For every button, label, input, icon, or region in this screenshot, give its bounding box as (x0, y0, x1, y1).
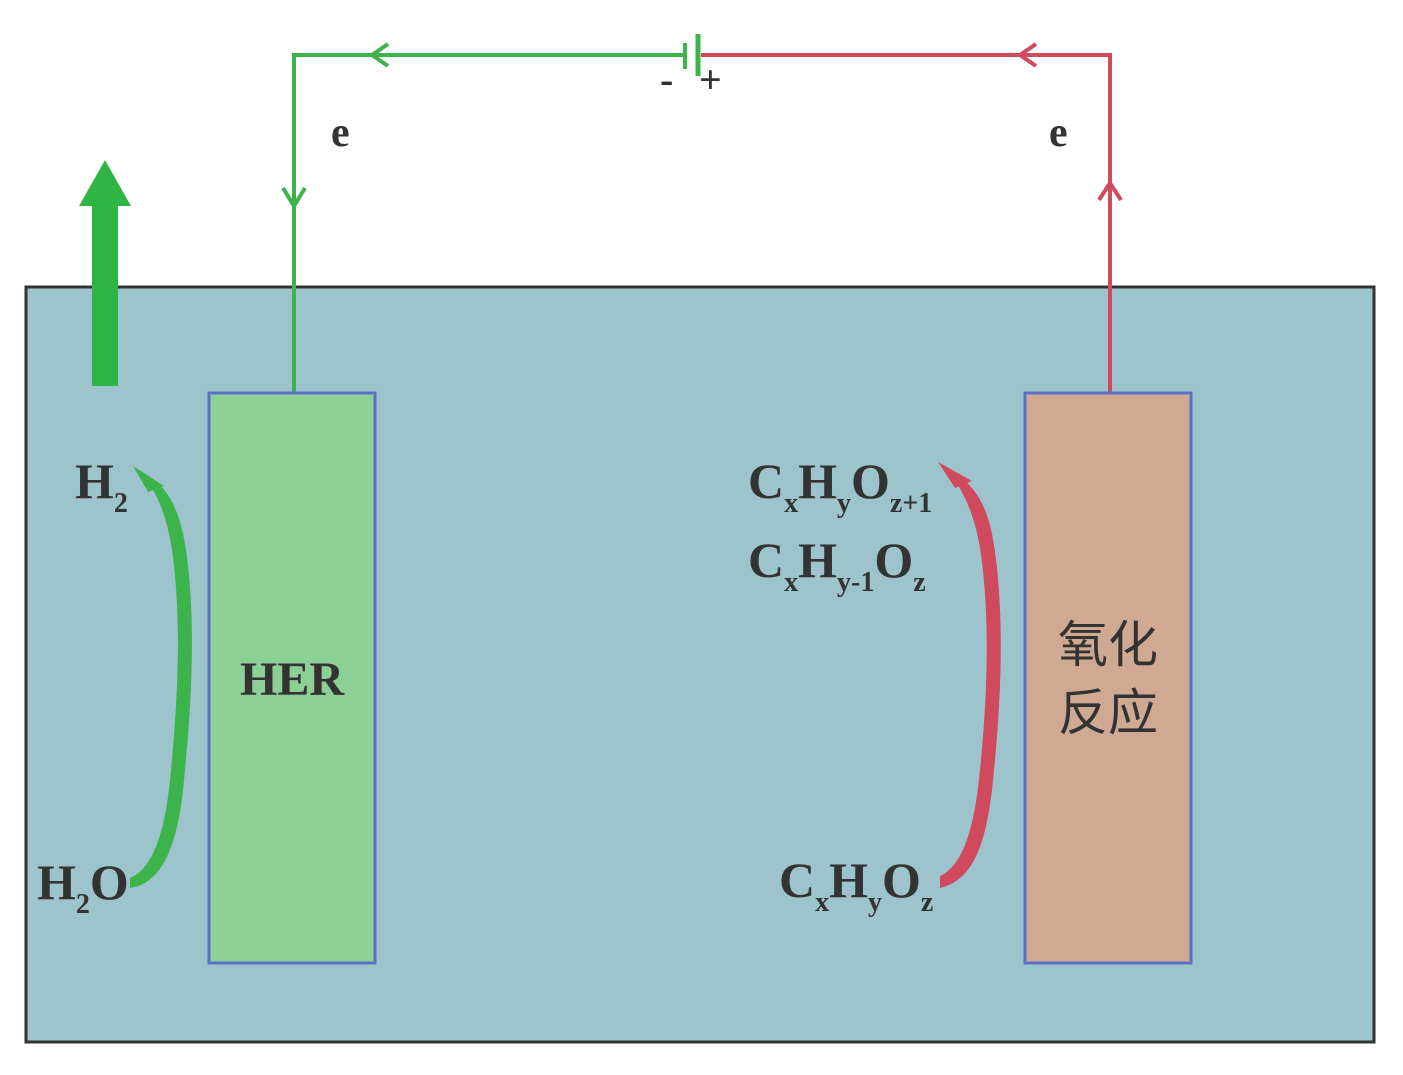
r-o: O (882, 852, 921, 908)
h2-symbol: H (75, 453, 114, 509)
water-h-symbol: H (37, 854, 76, 910)
gas-release-arrow (79, 160, 131, 386)
anode-wire-arrow-up (1097, 179, 1123, 202)
p2-cx: x (784, 567, 799, 598)
water-o-symbol: O (89, 854, 129, 910)
cathode-reaction-arrow (130, 472, 192, 888)
battery-negative-label: - (660, 57, 674, 102)
p1-oz: z+1 (889, 488, 933, 519)
anode-electrode (1023, 391, 1193, 965)
electron-label-left: e (331, 110, 350, 156)
cathode-wire-arrow-top (368, 42, 390, 68)
anode-reaction-arrowhead (938, 462, 972, 488)
p2-o: O (874, 532, 914, 588)
cathode-electrode (207, 391, 377, 965)
p1-h: H (798, 453, 838, 509)
anode-wire (701, 53, 1112, 392)
battery-positive-label: + (699, 57, 722, 102)
p2-hy: y-1 (837, 567, 875, 598)
electron-label-right: e (1049, 110, 1068, 156)
r-oz: z (920, 887, 934, 918)
r-c: C (779, 852, 816, 908)
p1-c: C (748, 453, 785, 509)
r-cx: x (815, 887, 830, 918)
cathode-label: HER (239, 653, 344, 706)
organic-product2-formula: CxHy-1Oz (748, 532, 926, 597)
cathode-reaction-arrowhead (133, 466, 164, 492)
p1-hy: y (837, 488, 852, 519)
r-h: H (829, 852, 869, 908)
anode-label-line1: 氧化 (1058, 616, 1158, 674)
anode-label-line2: 反应 (1058, 684, 1158, 742)
water-h-subscript: 2 (75, 889, 90, 920)
h2-product-formula: H2 (75, 453, 128, 518)
p2-c: C (748, 532, 785, 588)
organic-product1-formula: CxHyOz+1 (748, 453, 932, 518)
cathode-wire (292, 53, 685, 392)
p2-oz: z (913, 567, 926, 598)
p2-h: H (798, 532, 838, 588)
p1-o: O (851, 453, 890, 509)
p1-cx: x (784, 488, 799, 519)
r-hy: y (868, 887, 883, 918)
cathode-wire-arrow-down (281, 186, 307, 210)
organic-reactant-formula: CxHyOz (779, 852, 933, 917)
anode-wire-arrow-top (1016, 42, 1038, 68)
h2-subscript: 2 (113, 488, 128, 519)
water-reactant-formula: H2O (37, 854, 129, 919)
anode-reaction-arrow (940, 468, 1001, 888)
